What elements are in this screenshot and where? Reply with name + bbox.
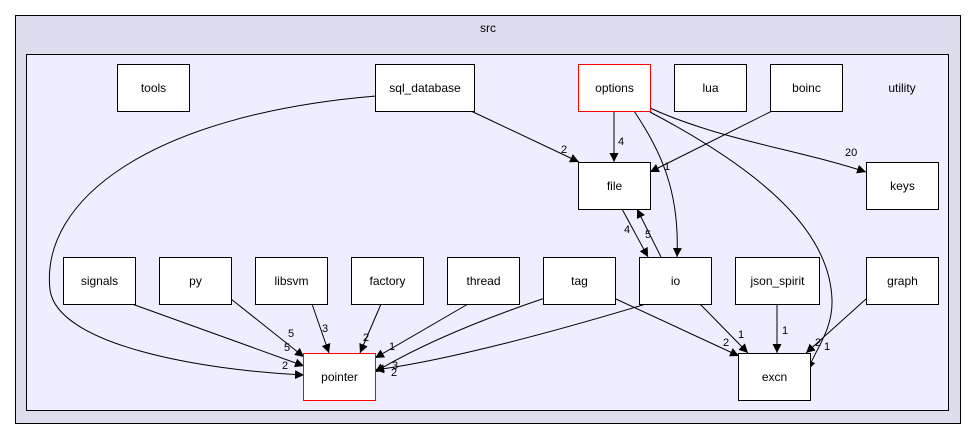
- node-factory[interactable]: factory: [351, 257, 424, 305]
- node-py[interactable]: py: [159, 257, 232, 305]
- node-options-box[interactable]: [578, 64, 651, 112]
- edge-py-to-pointer[interactable]: [230, 298, 305, 358]
- node-libsvm[interactable]: libsvm: [255, 257, 328, 305]
- node-json_spirit[interactable]: json_spirit: [735, 257, 820, 305]
- node-io-label[interactable]: io: [671, 274, 681, 288]
- edge-io-to-file[interactable]: [636, 208, 662, 258]
- node-sql_database-box[interactable]: [375, 64, 475, 112]
- edge-label-io-to-excn[interactable]: 1: [738, 329, 744, 341]
- node-boinc[interactable]: boinc: [770, 64, 843, 112]
- node-graph[interactable]: graph: [866, 257, 939, 305]
- node-options[interactable]: options: [578, 64, 651, 112]
- edge-thread-to-pointer[interactable]: [374, 303, 469, 359]
- edge-label-options-to-io[interactable]: 1: [664, 161, 670, 173]
- edge-label-libsvm-to-pointer[interactable]: 3: [322, 323, 328, 335]
- node-thread[interactable]: thread: [447, 257, 520, 305]
- edge-label-thread-to-pointer[interactable]: 1: [389, 341, 395, 353]
- node-tools-box[interactable]: [117, 64, 190, 112]
- edge-io-to-pointer[interactable]: [374, 303, 647, 374]
- edge-label-options-to-excn[interactable]: 2: [815, 337, 821, 349]
- node-factory-box[interactable]: [351, 257, 424, 305]
- edges: [48, 95, 867, 380]
- edge-file-to-io[interactable]: [621, 208, 649, 258]
- edge-label-io-to-pointer[interactable]: 3: [392, 360, 398, 372]
- node-pointer-label[interactable]: pointer: [321, 370, 358, 384]
- node-excn-box[interactable]: [738, 353, 811, 401]
- cluster-utility-box: [26, 54, 949, 411]
- node-thread-label[interactable]: thread: [466, 274, 500, 288]
- node-libsvm-label[interactable]: libsvm: [274, 274, 308, 288]
- node-excn-label[interactable]: excn: [762, 370, 787, 384]
- edge-tag-to-excn[interactable]: [615, 298, 740, 357]
- node-file-label[interactable]: file: [607, 179, 623, 193]
- node-excn[interactable]: excn: [738, 353, 811, 401]
- node-sql_database-label[interactable]: sql_database: [389, 81, 461, 95]
- node-tag-label[interactable]: tag: [571, 274, 588, 288]
- node-keys-box[interactable]: [866, 162, 939, 210]
- edge-boinc-to-file[interactable]: [649, 107, 779, 173]
- node-json_spirit-label[interactable]: json_spirit: [749, 274, 805, 288]
- edge-label-graph-to-excn[interactable]: 1: [824, 341, 830, 353]
- edge-label-py-to-pointer[interactable]: 5: [288, 328, 294, 340]
- edge-factory-to-pointer[interactable]: [359, 303, 382, 354]
- edge-label-factory-to-pointer[interactable]: 2: [363, 332, 369, 344]
- nodes: tools sql_database options lua boinc file keys…: [63, 64, 939, 401]
- edge-options-to-keys[interactable]: [649, 107, 867, 174]
- node-boinc-label[interactable]: boinc: [792, 81, 821, 95]
- cluster-src-label[interactable]: src: [480, 21, 496, 35]
- node-signals-label[interactable]: signals: [81, 274, 118, 288]
- node-tag-box[interactable]: [543, 257, 616, 305]
- edge-label-signals-to-pointer[interactable]: 5: [284, 342, 290, 354]
- edge-label-options-to-keys[interactable]: 20: [845, 147, 857, 159]
- edge-label-io-to-file[interactable]: 5: [645, 229, 651, 241]
- edge-sql_database-to-file[interactable]: [470, 110, 580, 163]
- node-tools[interactable]: tools: [117, 64, 190, 112]
- node-keys-label[interactable]: keys: [890, 179, 915, 193]
- edge-label-json_spirit-to-excn[interactable]: 1: [782, 325, 788, 337]
- node-boinc-box[interactable]: [770, 64, 843, 112]
- edge-io-to-excn[interactable]: [699, 303, 749, 354]
- edge-label-tag-to-excn[interactable]: 2: [723, 337, 729, 349]
- node-lua[interactable]: lua: [674, 64, 747, 112]
- edge-options-to-io[interactable]: [633, 110, 682, 258]
- edge-options-to-excn[interactable]: [649, 111, 833, 371]
- node-factory-label[interactable]: factory: [369, 274, 405, 288]
- node-graph-box[interactable]: [866, 257, 939, 305]
- edge-label-sql_database-to-pointer[interactable]: 2: [282, 360, 288, 372]
- edge-libsvm-to-pointer[interactable]: [311, 303, 331, 354]
- node-tag[interactable]: tag: [543, 257, 616, 305]
- node-signals[interactable]: signals: [63, 257, 136, 305]
- edge-label-file-to-io[interactable]: 4: [624, 224, 630, 236]
- cluster-utility-label: utility: [888, 81, 915, 95]
- edge-label-options-to-file[interactable]: 4: [618, 136, 624, 148]
- node-lua-label[interactable]: lua: [702, 81, 718, 95]
- node-io[interactable]: io: [639, 257, 712, 305]
- edge-label-sql_database-to-file[interactable]: 2: [561, 144, 567, 156]
- node-signals-box[interactable]: [63, 257, 136, 305]
- edge-label-tag-to-pointer[interactable]: 2: [391, 367, 397, 379]
- edge-graph-to-excn[interactable]: [805, 298, 867, 354]
- node-json_spirit-box[interactable]: [735, 257, 820, 305]
- edge-signals-to-pointer[interactable]: [131, 303, 305, 368]
- node-sql_database[interactable]: sql_database: [375, 64, 475, 112]
- edge-tag-to-pointer[interactable]: [374, 297, 546, 373]
- node-libsvm-box[interactable]: [255, 257, 328, 305]
- node-lua-box[interactable]: [674, 64, 747, 112]
- node-keys[interactable]: keys: [866, 162, 939, 210]
- node-thread-box[interactable]: [447, 257, 520, 305]
- node-py-label[interactable]: py: [189, 274, 202, 288]
- node-file[interactable]: file: [578, 162, 651, 210]
- node-tools-label[interactable]: tools: [141, 81, 166, 95]
- node-graph-label[interactable]: graph: [887, 274, 918, 288]
- node-py-box[interactable]: [159, 257, 232, 305]
- node-file-box[interactable]: [578, 162, 651, 210]
- node-pointer-box[interactable]: [303, 353, 376, 401]
- cluster-utility: utility: [26, 54, 949, 411]
- node-pointer[interactable]: pointer: [303, 353, 376, 401]
- edge-sql_database-to-pointer[interactable]: [48, 95, 377, 380]
- node-options-label[interactable]: options: [595, 81, 634, 95]
- node-io-box[interactable]: [639, 257, 712, 305]
